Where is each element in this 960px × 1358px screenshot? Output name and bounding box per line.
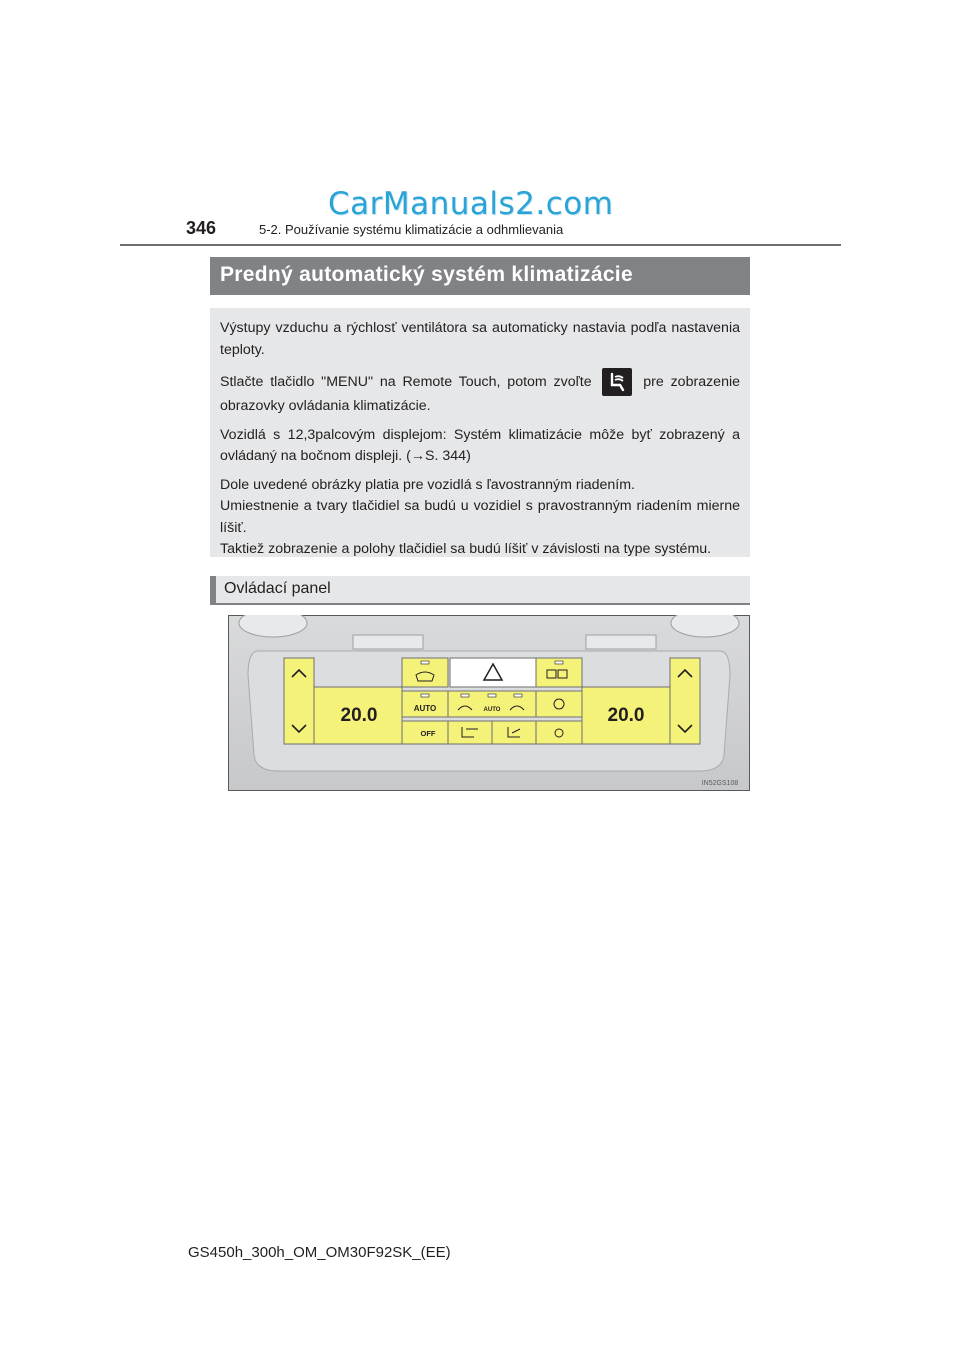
intro-p2-before: Stlačte tlačidlo "MENU" na Remote Touch,… bbox=[220, 373, 592, 390]
intro-paragraph-5: Umiestnenie a tvary tlačidiel sa budú u … bbox=[220, 498, 740, 536]
climate-seat-icon bbox=[602, 368, 633, 396]
hazard-button bbox=[449, 657, 537, 688]
fresh-air-icon bbox=[509, 705, 525, 711]
mode-face-button bbox=[447, 720, 493, 745]
recirculation-icon bbox=[457, 705, 473, 711]
intro-paragraph-1: Výstupy vzduchu a rýchlosť ventilátora s… bbox=[220, 320, 740, 358]
mode-face-icon bbox=[461, 727, 478, 738]
intro-p3-before: Vozidlá s 12,3palcovým displejom: Systém… bbox=[220, 426, 740, 465]
left-temp-value: 20.0 bbox=[341, 705, 378, 726]
auto-button bbox=[401, 690, 449, 718]
subsection-title: Ovládací panel bbox=[210, 576, 750, 605]
intro-paragraph-6: Taktiež zobrazenie a polohy tlačidiel sa… bbox=[220, 541, 712, 557]
arrow-icon: → bbox=[410, 448, 426, 464]
left-vent-slot bbox=[352, 634, 424, 650]
right-temp-down-icon bbox=[677, 724, 693, 734]
header-rule bbox=[120, 244, 841, 246]
fan-off-label: OFF bbox=[421, 729, 436, 738]
intro-p2-after: pre zobrazenie obrazovky ovládania klima… bbox=[220, 373, 740, 414]
section-title: Predný automatický systém klimatizácie bbox=[210, 257, 750, 295]
hazard-icon bbox=[482, 662, 504, 681]
running-head: 5-2. Používanie systému klimatizácie a o… bbox=[259, 222, 564, 237]
mode-foot-icon bbox=[507, 727, 521, 738]
left-temp-display bbox=[313, 686, 403, 745]
right-temp-buttons bbox=[669, 657, 701, 745]
left-temp-up-icon bbox=[291, 668, 307, 678]
windshield-defog-icon bbox=[415, 671, 435, 682]
fan-down-icon bbox=[554, 728, 564, 738]
intro-paragraph-3: Vozidlá s 12,3palcovým displejom: Systém… bbox=[220, 425, 740, 468]
fan-down-button bbox=[535, 720, 583, 745]
right-temp-value: 20.0 bbox=[608, 705, 645, 726]
page-reference: S. 344) bbox=[425, 448, 471, 464]
left-temp-down-icon bbox=[291, 724, 307, 734]
page-number: 346 bbox=[186, 218, 217, 238]
right-temp-up-icon bbox=[677, 668, 693, 678]
right-temp-display bbox=[581, 686, 671, 745]
footer-code: GS450h_300h_OM_OM30F92SK_(EE) bbox=[188, 1244, 451, 1261]
intro-paragraph-4: Dole uvedené obrázky platia pre vozidlá … bbox=[220, 476, 635, 493]
mirror-defog-icon bbox=[546, 669, 557, 679]
auto-small-label: AUTO bbox=[484, 707, 501, 713]
right-vent-slot bbox=[585, 634, 657, 650]
left-temp-buttons bbox=[283, 657, 315, 745]
intro-box: Výstupy vzduchu a rýchlosť ventilátora s… bbox=[210, 308, 750, 557]
intro-paragraph-2: Stlačte tlačidlo "MENU" na Remote Touch,… bbox=[220, 368, 740, 418]
image-code: IN52GS108 bbox=[702, 780, 739, 787]
fan-up-button bbox=[535, 690, 583, 718]
watermark: CarManuals2.com bbox=[328, 186, 614, 222]
fan-up-icon bbox=[553, 698, 565, 710]
auto-label: AUTO bbox=[414, 704, 437, 713]
control-panel-illustration: 20.0 AUTO AUTO OFF 20.0 bbox=[228, 608, 750, 791]
